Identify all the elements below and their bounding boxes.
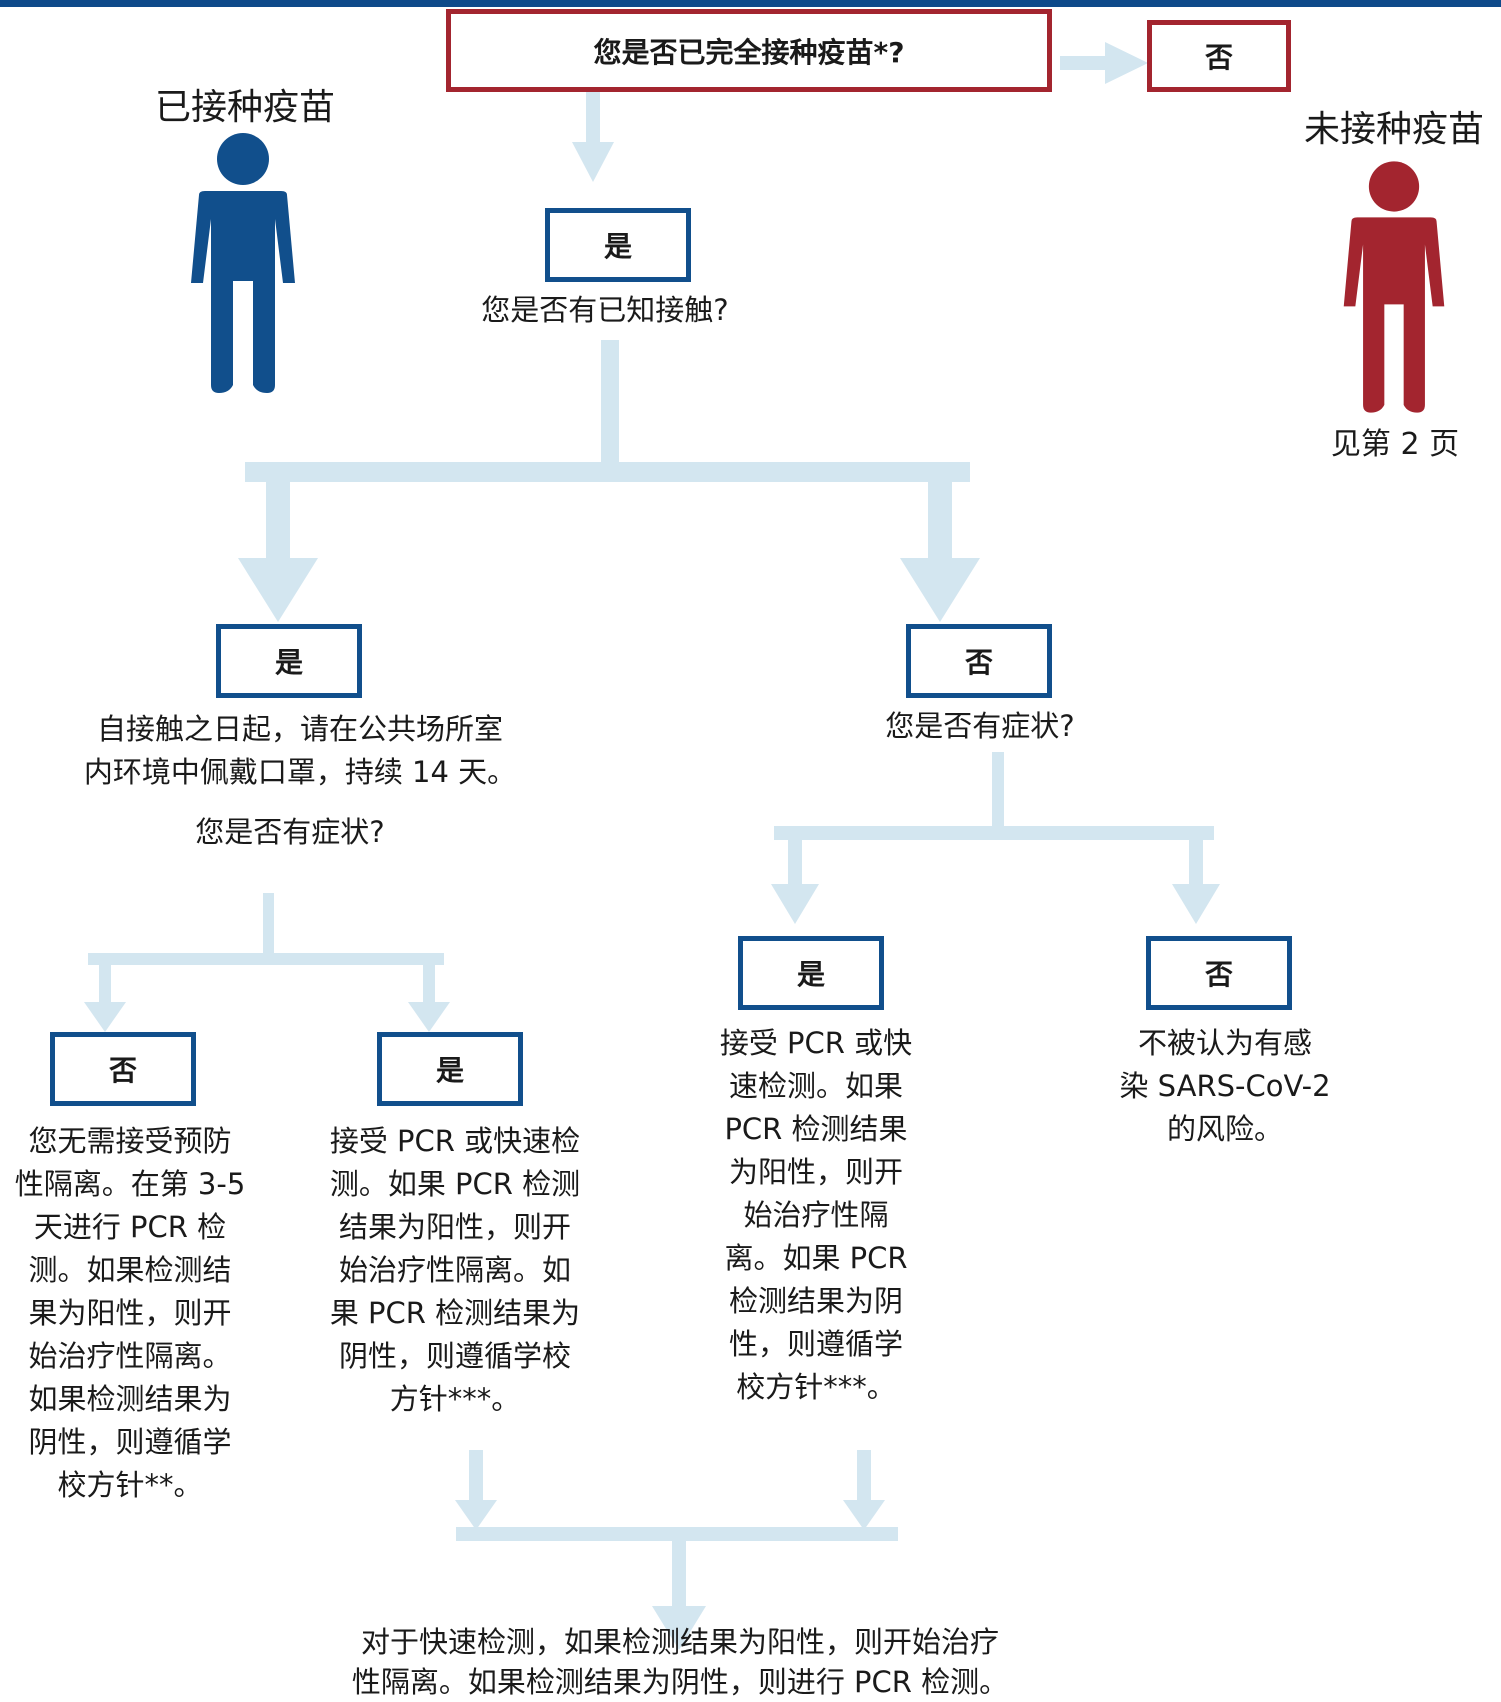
connector-line <box>857 1450 871 1504</box>
arrow-head <box>238 558 318 622</box>
contact-yes-box: 是 <box>216 624 362 698</box>
no-label: 否 <box>1204 41 1233 74</box>
connector-line <box>586 92 600 146</box>
arrow-head <box>900 558 980 622</box>
vaccination-question-box: 您是否已完全接种疫苗*? <box>446 9 1052 92</box>
right-symptoms-test-instruction: 接受 PCR 或快 速检测。如果 PCR 检测结果 为阳性，则开 始治疗性隔 离… <box>719 1026 913 1404</box>
symptoms-test-instruction: 接受 PCR 或快速检 测。如果 PCR 检测 结果为阳性，则开 始治疗性隔离。… <box>329 1124 581 1416</box>
arrow-head <box>84 1002 126 1032</box>
known-contact-question: 您是否有已知接触? <box>481 293 729 327</box>
arrow-head <box>771 884 819 924</box>
yes-label: 是 <box>796 958 825 991</box>
symptoms-question-left: 您是否有症状? <box>195 815 385 849</box>
arrow-head <box>843 1500 885 1530</box>
symptoms-yes-box: 是 <box>377 1032 523 1106</box>
vaccinated-person-icon <box>191 133 295 393</box>
mask-instruction: 自接触之日起，请在公共场所室 内环境中佩戴口罩，持续 14 天。 <box>83 712 517 789</box>
yes-label: 是 <box>603 230 632 263</box>
arrow-head <box>1105 42 1148 84</box>
vaccination-question: 您是否已完全接种疫苗*? <box>593 35 905 69</box>
connector-line <box>263 893 274 955</box>
vaccinated-label: 已接种疫苗 <box>154 87 335 128</box>
no-label: 否 <box>108 1054 137 1087</box>
symptoms-question-right: 您是否有症状? <box>885 709 1075 743</box>
connector-line <box>266 475 290 563</box>
connector-line <box>788 834 802 886</box>
right-symptoms-yes-box: 是 <box>738 936 884 1010</box>
vaccinated-yes-box: 是 <box>545 208 691 282</box>
top-bar <box>0 0 1501 7</box>
arrow-head <box>572 142 614 182</box>
connector-line <box>245 462 970 482</box>
arrow-head <box>1172 884 1220 924</box>
connector-line <box>456 1527 898 1541</box>
unvaccinated-no-box: 否 <box>1147 20 1291 92</box>
connector-line <box>99 960 111 1006</box>
connector-line <box>1189 834 1203 886</box>
unvaccinated-person-icon <box>1343 161 1445 413</box>
arrow-head <box>408 1002 450 1032</box>
connector-line <box>601 340 619 470</box>
symptoms-no-box: 否 <box>50 1032 196 1106</box>
connector-line <box>423 960 435 1006</box>
connector-line <box>774 826 1214 840</box>
connector-line <box>469 1450 483 1504</box>
no-label: 否 <box>1204 958 1233 991</box>
connector-line <box>992 752 1004 832</box>
yes-label: 是 <box>274 646 303 679</box>
no-label: 否 <box>964 646 993 679</box>
connector-line <box>672 1535 686 1611</box>
rapid-test-instruction: 对于快速检测，如果检测结果为阳性，则开始治疗 性隔离。如果检测结果为阴性，则进行… <box>351 1625 1009 1699</box>
unvaccinated-label: 未接种疫苗 <box>1303 109 1484 150</box>
no-symptoms-instruction: 您无需接受预防 性隔离。在第 3-5 天进行 PCR 检 测。如果检测结 果为阳… <box>14 1124 246 1502</box>
no-risk-statement: 不被认为有感 染 SARS-CoV-2 的风险。 <box>1119 1026 1331 1146</box>
see-page-2: 见第 2 页 <box>1330 427 1460 462</box>
connector-line <box>1060 56 1110 70</box>
arrow-head <box>652 1606 706 1650</box>
arrow-head <box>455 1500 497 1530</box>
right-symptoms-no-box: 否 <box>1146 936 1292 1010</box>
contact-no-box: 否 <box>906 624 1052 698</box>
yes-label: 是 <box>435 1054 464 1087</box>
connector-line <box>928 475 952 563</box>
connector-line <box>88 953 444 965</box>
